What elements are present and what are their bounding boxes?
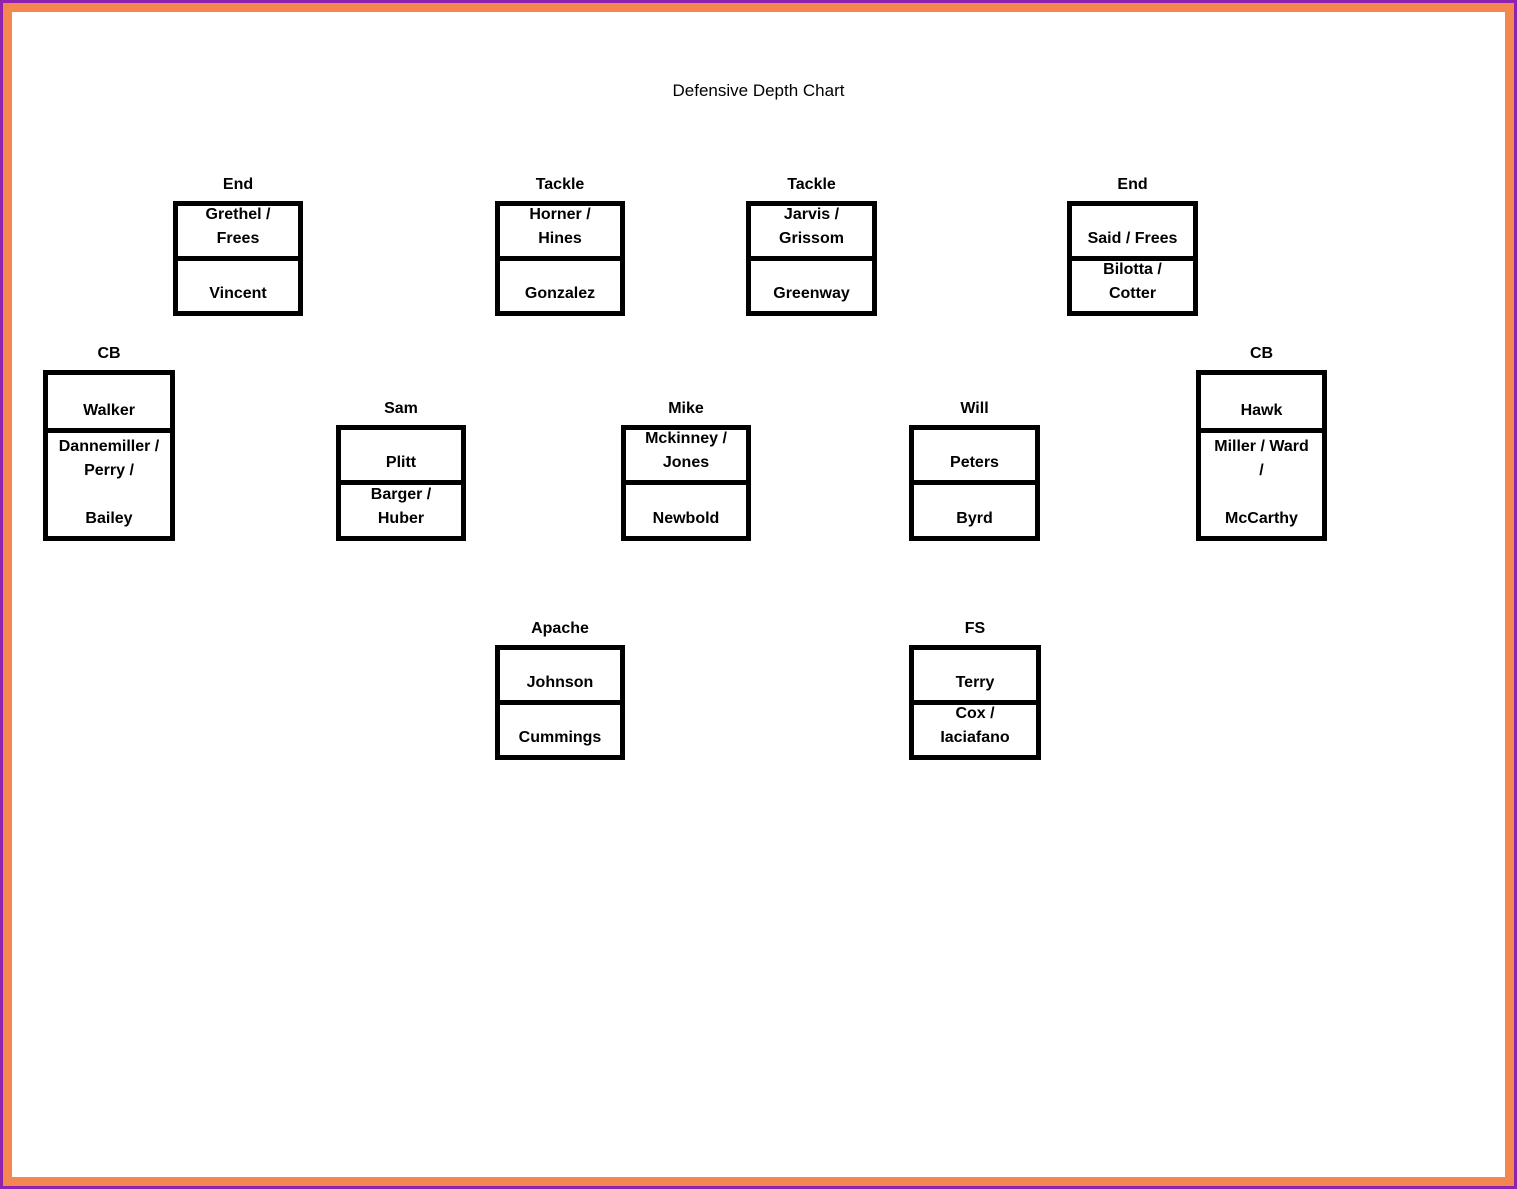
position-group-tackle-right: Tackle Jarvis / Grissom Greenway xyxy=(746,174,877,316)
depth-box: Said / Frees Bilotta / Cotter xyxy=(1067,201,1198,316)
player-name-line: Newbold xyxy=(652,510,720,527)
position-group-apache: Apache Johnson Cummings xyxy=(495,618,625,760)
position-group-mike: Mike Mckinney / Jones Newbold xyxy=(621,398,751,541)
position-label: Sam xyxy=(384,400,418,417)
position-label: Apache xyxy=(531,620,589,637)
position-label: FS xyxy=(964,620,986,637)
depth-box: Horner / Hines Gonzalez xyxy=(495,201,625,316)
backup-cell: Cummings xyxy=(500,700,620,755)
player-name-line: Jones xyxy=(662,454,710,471)
depth-box: Plitt Barger / Huber xyxy=(336,425,466,541)
player-name-line: Huber xyxy=(377,510,425,527)
starter-cell: Jarvis / Grissom xyxy=(751,206,872,256)
player-name-line: Dannemiller / xyxy=(58,438,160,455)
position-label: CB xyxy=(1249,345,1274,362)
player-name-line: / xyxy=(1259,462,1264,479)
position-group-cb-right: CB Hawk Miller / Ward / McCarthy xyxy=(1196,343,1327,541)
depth-box: Hawk Miller / Ward / McCarthy xyxy=(1196,370,1327,541)
position-group-fs: FS Terry Cox / Iaciafano xyxy=(909,618,1041,760)
player-name-line: Walker xyxy=(83,402,135,419)
position-label: End xyxy=(222,176,254,193)
depth-box: Jarvis / Grissom Greenway xyxy=(746,201,877,316)
position-group-will: Will Peters Byrd xyxy=(909,398,1040,541)
position-group-sam: Sam Plitt Barger / Huber xyxy=(336,398,466,541)
starter-cell: Johnson xyxy=(500,650,620,700)
player-name-line: Said / Frees xyxy=(1087,230,1178,247)
player-name-line: Gonzalez xyxy=(524,285,596,302)
backup-cell: Bilotta / Cotter xyxy=(1072,256,1193,311)
player-name-line: Peters xyxy=(950,454,999,471)
player-name-line: Frees xyxy=(216,230,260,247)
player-name-line: Hines xyxy=(538,230,582,247)
backup-cell: Gonzalez xyxy=(500,256,620,311)
depth-box: Johnson Cummings xyxy=(495,645,625,760)
depth-box: Terry Cox / Iaciafano xyxy=(909,645,1041,760)
player-name-line: Cummings xyxy=(518,729,602,746)
position-group-end-left: End Grethel / Frees Vincent xyxy=(173,174,303,316)
player-name-line: Grethel / xyxy=(205,206,271,223)
starter-cell: Peters xyxy=(914,430,1035,480)
player-name-line: Plitt xyxy=(385,454,417,471)
player-name-line: Cox / xyxy=(955,705,995,722)
depth-box: Peters Byrd xyxy=(909,425,1040,541)
starter-cell: Grethel / Frees xyxy=(178,206,298,256)
backup-cell: Byrd xyxy=(914,480,1035,536)
player-name-line: Mckinney / xyxy=(645,430,727,447)
depth-box: Grethel / Frees Vincent xyxy=(173,201,303,316)
backup-cell: Newbold xyxy=(626,480,746,536)
position-group-cb-left: CB Walker Dannemiller / Perry / Bailey xyxy=(43,343,175,541)
position-label: CB xyxy=(97,345,121,362)
player-name-line: Perry / xyxy=(84,462,134,479)
position-label: End xyxy=(1117,176,1148,193)
backup-cell: Dannemiller / Perry / Bailey xyxy=(48,428,170,536)
player-name-line: Byrd xyxy=(956,510,993,527)
position-label: Tackle xyxy=(787,176,836,193)
starter-cell: Said / Frees xyxy=(1072,206,1193,256)
player-name-line: Horner / xyxy=(529,206,591,223)
page-title: Defensive Depth Chart xyxy=(672,81,845,100)
position-group-tackle-left: Tackle Horner / Hines Gonzalez xyxy=(495,174,625,316)
chart-content: Defensive Depth Chart End Grethel / Free… xyxy=(3,3,1514,1186)
player-name-line: Jarvis / xyxy=(783,206,840,223)
position-label: Will xyxy=(960,400,989,417)
player-name-line: Iaciafano xyxy=(940,729,1010,746)
position-label: Mike xyxy=(668,400,704,417)
backup-cell: Miller / Ward / McCarthy xyxy=(1201,428,1322,536)
player-name-line: Miller / Ward xyxy=(1214,438,1309,455)
player-name-line: Terry xyxy=(955,674,995,691)
player-name-line: Greenway xyxy=(773,285,850,302)
player-name-line: McCarthy xyxy=(1225,510,1298,527)
position-group-end-right: End Said / Frees Bilotta / Cotter xyxy=(1067,174,1198,316)
player-name-line: Vincent xyxy=(209,285,267,302)
player-name-line: Bailey xyxy=(85,510,133,527)
backup-cell: Cox / Iaciafano xyxy=(914,700,1036,755)
depth-box: Walker Dannemiller / Perry / Bailey xyxy=(43,370,175,541)
player-name-line: Barger / xyxy=(370,486,432,503)
player-name-line: Cotter xyxy=(1108,285,1157,302)
starter-cell: Mckinney / Jones xyxy=(626,430,746,480)
player-name-line: Johnson xyxy=(526,674,594,691)
player-name-line: Grissom xyxy=(779,230,844,247)
starter-cell: Hawk xyxy=(1201,375,1322,428)
player-name-line: Hawk xyxy=(1240,402,1283,419)
backup-cell: Vincent xyxy=(178,256,298,311)
backup-cell: Greenway xyxy=(751,256,872,311)
backup-cell: Barger / Huber xyxy=(341,480,461,536)
starter-cell: Horner / Hines xyxy=(500,206,620,256)
starter-cell: Terry xyxy=(914,650,1036,700)
starter-cell: Walker xyxy=(48,375,170,428)
player-name-line: Bilotta / xyxy=(1103,261,1162,278)
depth-box: Mckinney / Jones Newbold xyxy=(621,425,751,541)
position-label: Tackle xyxy=(535,176,585,193)
starter-cell: Plitt xyxy=(341,430,461,480)
